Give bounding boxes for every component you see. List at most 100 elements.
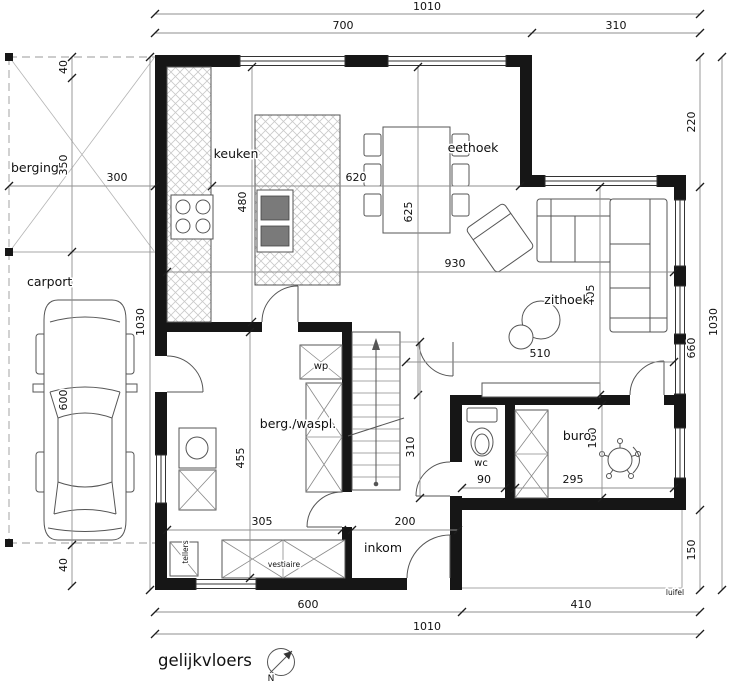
dim-label: 150 — [685, 540, 698, 561]
wc-fixtures — [466, 407, 498, 457]
dim-label: 600 — [298, 598, 319, 611]
dim-label: 510 — [530, 347, 551, 360]
window-living-east — [674, 285, 686, 335]
room-label-wc: wc — [474, 458, 488, 469]
doors — [166, 285, 665, 579]
dim-label: 455 — [234, 448, 247, 469]
door-wc — [415, 461, 451, 497]
dim-buro-295: 295 — [510, 472, 679, 493]
plan-title: gelijkvloers — [158, 651, 252, 670]
dim-label: 620 — [346, 171, 367, 184]
room-label-buro: buro — [563, 428, 591, 443]
dim-label: 930 — [445, 257, 466, 270]
windows — [155, 55, 686, 590]
dim-buro-160: 160 — [585, 400, 607, 503]
window-living-north — [544, 175, 658, 187]
dim-label: 480 — [236, 192, 249, 213]
toilet-tank — [466, 407, 498, 423]
room-label-tellers: tellers — [181, 540, 190, 563]
wall-notch-vertical — [520, 55, 532, 187]
dim-label: 310 — [606, 19, 627, 32]
dim-label: 350 — [57, 155, 70, 176]
dim-berging-width: 300 — [4, 170, 160, 191]
dim-laundry-455: 455 — [233, 327, 255, 583]
dim-label: 300 — [107, 171, 128, 184]
window-terrace-door — [674, 343, 686, 395]
dim-bottom-total: 1010 — [150, 619, 705, 639]
north-arrow-head — [283, 651, 292, 660]
room-labels: berging carport keuken eethoek zithoek w… — [10, 139, 686, 599]
dim-label: 200 — [395, 515, 416, 528]
room-label-wp: wp — [314, 361, 329, 372]
north-arrow-compass: N — [266, 648, 295, 686]
wall-kitchen-south — [155, 322, 352, 332]
dim-top-total: 1010 — [150, 0, 705, 19]
window-kitchen-top — [239, 55, 346, 67]
wall-berg-east — [342, 322, 352, 578]
chair — [363, 193, 382, 217]
dining-table — [363, 126, 470, 234]
washer — [178, 427, 217, 469]
chair — [363, 133, 382, 157]
dim-label: 40 — [57, 558, 70, 572]
door-carport-to-laundry — [166, 355, 204, 393]
dim-label: 600 — [57, 390, 70, 411]
sideboard — [481, 382, 601, 398]
dim-label: 220 — [685, 112, 698, 133]
room-label-eethoek: eethoek — [448, 140, 500, 155]
living-room-furniture — [466, 198, 668, 398]
door-hall-to-living — [400, 341, 454, 377]
window-berg-west — [155, 454, 167, 504]
dim-label: 660 — [685, 338, 698, 359]
dim-hall-310: 310 — [403, 337, 425, 503]
dim-laundry-305: 305 — [162, 514, 347, 535]
armchair — [466, 203, 534, 273]
dim-top-split: 700 310 — [150, 18, 705, 38]
dim-label: 1010 — [413, 0, 441, 13]
dim-label: 405 — [584, 285, 597, 306]
dim-bottom-split: 600 410 — [150, 597, 705, 617]
room-label-carport: carport — [27, 274, 72, 289]
kitchen-counters — [166, 66, 341, 323]
dim-inkom-200: 200 — [347, 514, 463, 535]
carport-post — [5, 248, 13, 256]
laundry-room-furniture — [169, 382, 346, 579]
dim-label: 700 — [333, 19, 354, 32]
door-front-entrance — [406, 534, 451, 579]
dim-label: 1030 — [707, 308, 720, 336]
dim-label: 90 — [477, 473, 491, 486]
dim-label: 40 — [57, 60, 70, 74]
dim-kitchen-480: 480 — [235, 62, 257, 327]
dim-wc-90: 90 — [457, 472, 510, 493]
stairs — [347, 331, 405, 491]
room-label-vestiaire: vestiaire — [268, 560, 301, 569]
chair — [451, 193, 470, 217]
dim-label: 1030 — [134, 308, 147, 336]
door-laundry — [306, 491, 343, 528]
wall-wc-buro — [505, 395, 515, 510]
car-top-view — [32, 299, 138, 541]
canopy-outline — [462, 510, 683, 589]
dim-label: 310 — [404, 437, 417, 458]
room-label-keuken: keuken — [214, 146, 259, 161]
window-dining-top — [387, 55, 507, 67]
berging-roof-diagonal — [9, 57, 155, 252]
buro-furniture — [514, 409, 641, 499]
dim-label: 305 — [252, 515, 273, 528]
carport-post — [5, 539, 13, 547]
room-label-luifel: luifel — [666, 588, 684, 597]
coffee-table-large — [521, 300, 561, 340]
dim-living-930: 930 — [162, 256, 679, 277]
dim-living-405: 405 — [583, 182, 605, 400]
office-chair — [599, 438, 641, 479]
coffee-table-small — [508, 324, 534, 350]
dim-label: 410 — [571, 598, 592, 611]
dim-right-total: 1030 — [706, 52, 727, 595]
dim-left-outer: 40 350 600 40 — [56, 52, 77, 591]
carport-area — [5, 53, 155, 547]
sofa-vertical — [609, 198, 668, 333]
storage-closet — [305, 382, 343, 493]
dim-kitchen-620: 620 — [207, 170, 525, 191]
